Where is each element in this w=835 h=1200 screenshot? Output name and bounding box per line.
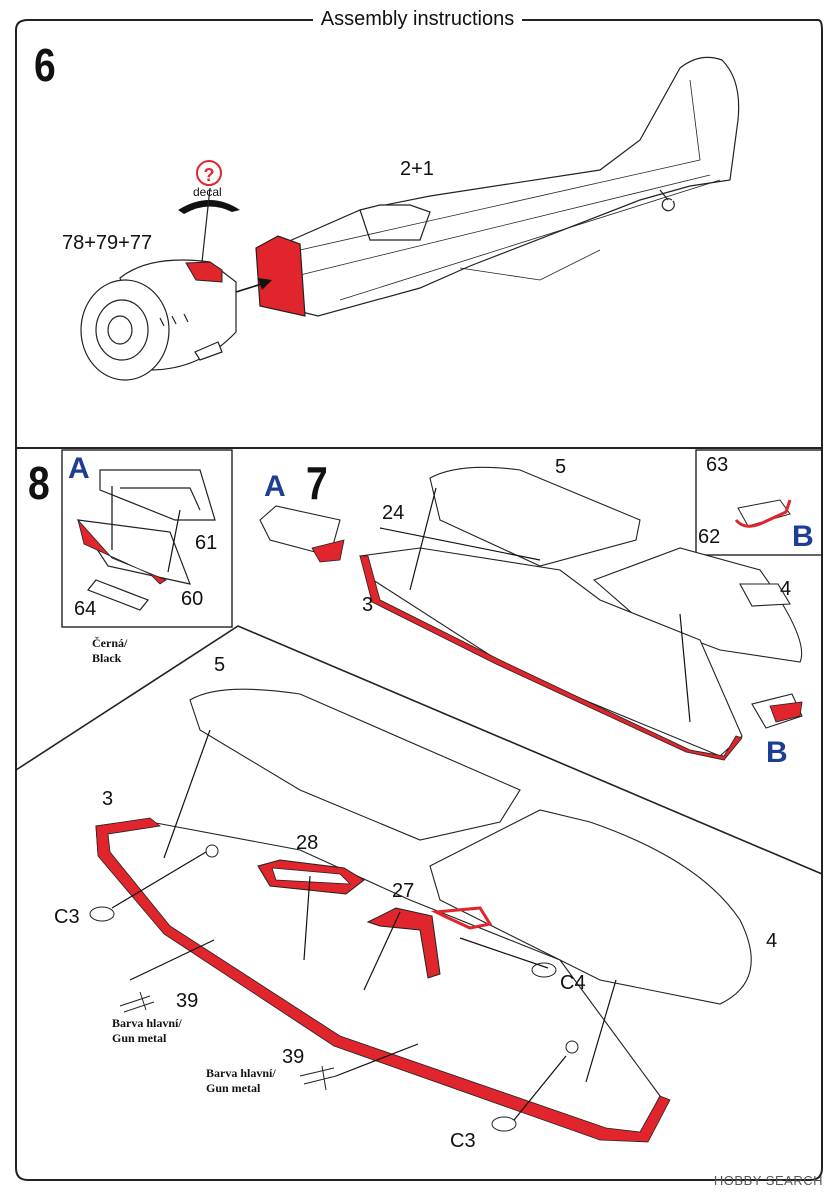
paint-note-line2: Black <box>92 651 122 665</box>
part-label-fuselage: 2+1 <box>400 158 434 180</box>
flap-red-edge <box>77 519 167 585</box>
part-label-61: 61 <box>195 532 218 554</box>
decal-label: decal <box>193 185 222 199</box>
detail-wing-drawing <box>95 688 752 1141</box>
part-label-62: 62 <box>698 526 721 548</box>
flap-part-drawing <box>76 469 216 611</box>
sheet-title: Assembly instructions <box>0 8 835 31</box>
upper-wing-assembly-drawing <box>259 466 803 757</box>
decal-curved-arrow <box>178 200 240 214</box>
step-8-number: 8 <box>28 457 50 509</box>
part-label-39-lower: 39 <box>282 1046 305 1068</box>
engine-cowl-drawing <box>80 259 237 381</box>
step-6-number: 6 <box>34 39 56 91</box>
part-label-24: 24 <box>382 502 405 524</box>
fuselage-front-red <box>255 235 306 317</box>
gun-metal-note-upper: Barva hlavní/ Gun metal <box>112 1016 182 1046</box>
gun-note-lower-line1: Barva hlavní/ <box>206 1066 276 1080</box>
gun-metal-note-lower: Barva hlavní/ Gun metal <box>206 1066 276 1096</box>
paint-note-black: Černá/ Black <box>92 636 127 666</box>
part-label-engine: 78+79+77 <box>62 232 153 254</box>
gun-note-upper-line1: Barva hlavní/ <box>112 1016 182 1030</box>
part-label-3-upper: 3 <box>362 594 374 616</box>
engine-red-band <box>185 261 223 283</box>
gun-note-upper-line2: Gun metal <box>112 1031 167 1045</box>
decal-question-icon: ? <box>196 160 222 186</box>
part-label-c4: C4 <box>560 972 586 994</box>
watermark: HOBBY SEARCH <box>713 1173 823 1188</box>
gun-note-lower-line2: Gun metal <box>206 1081 261 1095</box>
step-7-letter-b: B <box>766 736 788 769</box>
part-label-3-detail: 3 <box>102 788 114 810</box>
part-c3-left-disc <box>89 906 115 922</box>
detail-wing-red-edge <box>95 817 671 1143</box>
part-label-27: 27 <box>392 880 415 902</box>
part-c3-bottom-disc <box>491 1116 517 1132</box>
part-label-c3-bottom: C3 <box>450 1130 476 1152</box>
upper-wing-red-edge <box>359 555 743 761</box>
inset-box-a <box>61 449 233 628</box>
part-label-4-detail: 4 <box>766 930 778 952</box>
part-label-39-upper: 39 <box>176 990 199 1012</box>
outer-frame <box>15 19 823 1181</box>
part-label-5-upper: 5 <box>555 456 567 478</box>
fuselage-drawing <box>277 56 740 317</box>
part-27-red <box>366 907 441 979</box>
part-label-28: 28 <box>296 832 319 854</box>
step-7-letter-a: A <box>264 470 286 503</box>
zoom-guide-lines <box>15 625 823 875</box>
step-7-number: 7 <box>306 457 328 509</box>
part-label-4-upper: 4 <box>780 578 792 600</box>
inset-b-letter: B <box>792 520 814 553</box>
part-label-64: 64 <box>74 598 97 620</box>
part-label-5-detail: 5 <box>214 654 226 676</box>
part-label-63: 63 <box>706 454 729 476</box>
part-c4-disc <box>531 962 557 978</box>
inset-a-letter: A <box>68 452 90 485</box>
part-label-c3-left: C3 <box>54 906 80 928</box>
part-label-60: 60 <box>181 588 204 610</box>
paint-note-line1: Černá/ <box>92 636 128 650</box>
inset-box-b <box>695 449 823 556</box>
